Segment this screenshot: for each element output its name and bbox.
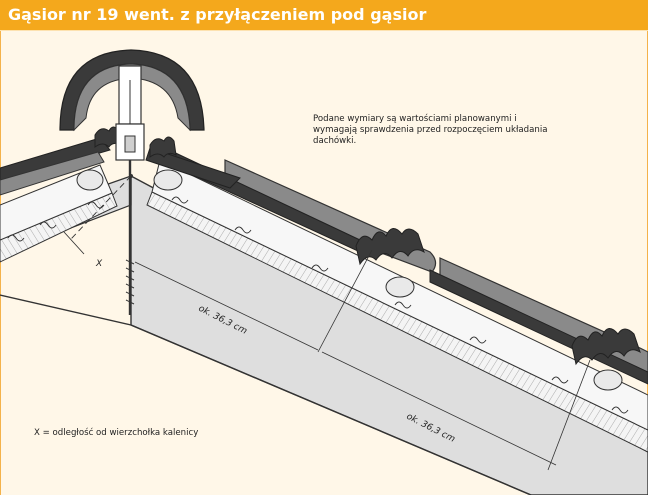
- dimension-x-tick: [63, 231, 85, 255]
- ridge-screw-thread: [125, 259, 135, 305]
- ridge-connection-tile-right: [145, 147, 241, 189]
- roof-underside-line: [0, 294, 532, 495]
- header-bar: Gąsior nr 19 went. z przyłączeniem pod g…: [0, 0, 648, 31]
- batten-marks-right: [171, 196, 629, 414]
- ridge-section-drawing: X ok. 36,3 cm ok. 36,3 cm: [0, 49, 648, 495]
- roof-tile-left: [0, 151, 105, 196]
- tile-interlock-2: [571, 328, 641, 366]
- ridge-cap-inner: [73, 63, 191, 132]
- dimension-line-1: [134, 261, 319, 351]
- dimension-line-2: [321, 351, 557, 466]
- tile-interlock-1: [355, 228, 425, 266]
- dimension-x-label: X: [95, 259, 103, 269]
- tile-battens: [76, 169, 623, 391]
- ridge-connection-tile-left: [0, 137, 111, 183]
- page-title: Gąsior nr 19 went. z przyłączeniem pod g…: [8, 5, 427, 24]
- x-legend: X = odległość od wierzchołka kalenicy: [34, 428, 199, 438]
- batten-marks-left: [7, 201, 105, 242]
- dimension-ext-1: [317, 249, 373, 353]
- planning-note: Podane wymiary są wartościami planowanym…: [313, 114, 548, 146]
- dimension-x-line: [69, 175, 132, 241]
- ridge-clip-right: [149, 136, 177, 158]
- ridge-screw-head: [124, 135, 136, 153]
- dimension-ext-2: [547, 359, 591, 471]
